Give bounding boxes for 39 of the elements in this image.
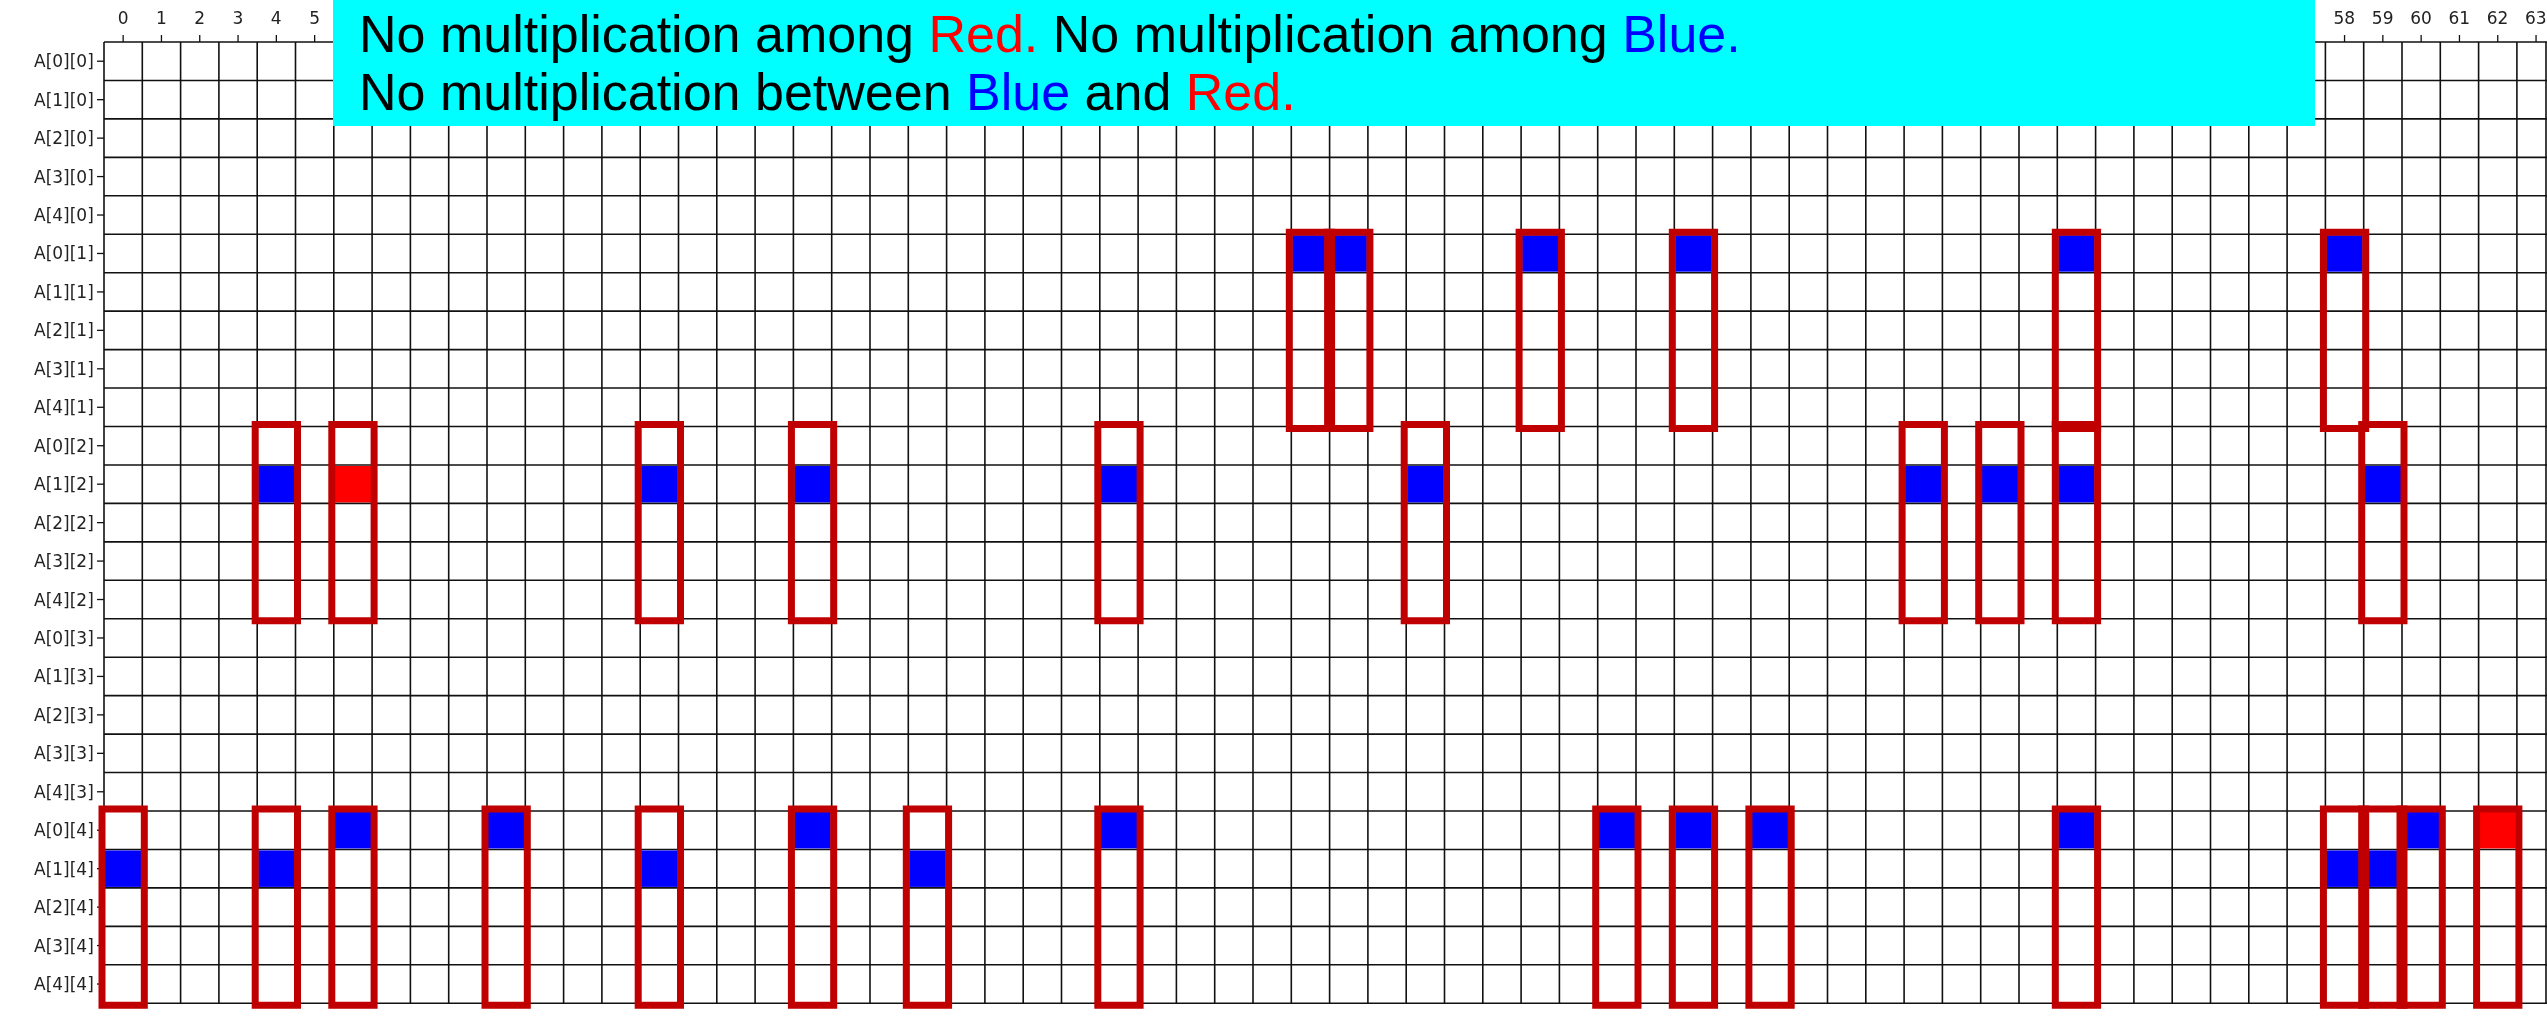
row-label: A[2][4] bbox=[34, 897, 94, 918]
row-label: A[0][0] bbox=[34, 51, 94, 72]
column-label: 60 bbox=[2410, 8, 2432, 28]
column-label: 5 bbox=[309, 8, 320, 28]
row-label: A[3][2] bbox=[34, 551, 94, 572]
row-label: A[0][4] bbox=[34, 820, 94, 841]
column-label: 63 bbox=[2525, 8, 2547, 28]
row-label: A[1][1] bbox=[34, 281, 94, 302]
column-label: 3 bbox=[232, 8, 244, 28]
row-label: A[2][1] bbox=[34, 320, 94, 341]
row-label: A[4][1] bbox=[34, 397, 94, 418]
row-label: A[1][3] bbox=[34, 666, 94, 687]
row-label: A[1][4] bbox=[34, 858, 94, 879]
row-label: A[4][0] bbox=[34, 205, 94, 225]
column-label: 4 bbox=[270, 8, 282, 28]
row-label: A[4][4] bbox=[34, 974, 94, 994]
column-label: 58 bbox=[2333, 8, 2356, 28]
row-label: A[0][3] bbox=[34, 627, 94, 648]
row-label: A[3][0] bbox=[34, 166, 94, 187]
row-label: A[3][3] bbox=[34, 743, 94, 764]
row-label: A[4][2] bbox=[34, 589, 94, 610]
column-label: 61 bbox=[2448, 8, 2471, 28]
row-label: A[2][3] bbox=[34, 704, 94, 725]
row-label: A[1][2] bbox=[34, 474, 94, 495]
banner-text: No multiplication between Blue and Red. bbox=[359, 63, 1296, 121]
row-label: A[1][0] bbox=[34, 89, 94, 110]
row-label: A[3][1] bbox=[34, 358, 94, 379]
row-label: A[0][1] bbox=[34, 243, 94, 264]
row-label: A[2][2] bbox=[34, 512, 94, 533]
row-label: A[0][2] bbox=[34, 435, 94, 456]
row-label: A[4][3] bbox=[34, 781, 94, 802]
row-label: A[3][4] bbox=[34, 935, 94, 956]
row-label: A[2][0] bbox=[34, 128, 94, 149]
banner-text: No multiplication among Red. No multiplication among Blue. bbox=[359, 5, 1741, 63]
column-label: 2 bbox=[194, 8, 206, 28]
column-label: 0 bbox=[117, 8, 129, 28]
column-label: 59 bbox=[2371, 8, 2394, 28]
column-label: 1 bbox=[155, 8, 167, 28]
column-label: 62 bbox=[2486, 8, 2509, 28]
